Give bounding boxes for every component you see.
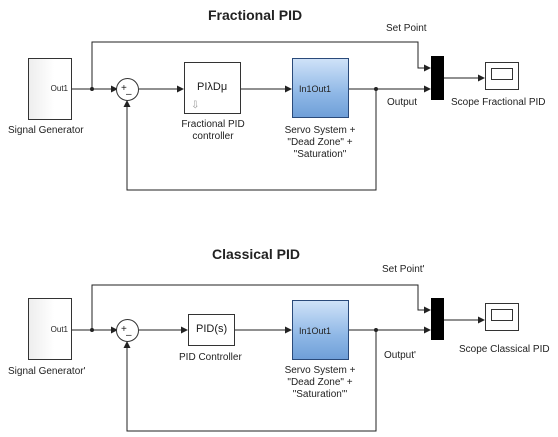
line-feedback-classical (123, 330, 377, 432)
servo-system-block[interactable]: In1Out1 (292, 58, 349, 118)
set-point-label: Set Point (386, 23, 427, 34)
sum-block-classical[interactable]: + – (116, 319, 139, 342)
scope-block[interactable] (485, 62, 519, 90)
pid-controller-block[interactable]: PID(s) (188, 314, 235, 346)
servo-system-block-classical[interactable]: In1Out1 (292, 300, 349, 360)
signal-generator-label: Signal Generator (8, 125, 84, 136)
port-label-out1: Out1 (50, 84, 68, 93)
sum-plus-sign: + (121, 324, 127, 335)
controller-text: PID(s) (196, 323, 228, 335)
branch-point (374, 328, 378, 332)
line-feedback (123, 89, 377, 191)
scope-block-classical[interactable] (485, 303, 519, 331)
output-label-classical: Output' (384, 350, 416, 361)
mux-block[interactable] (431, 56, 444, 100)
port-label-out1: Out1 (50, 325, 68, 334)
line-setpoint (91, 41, 431, 89)
signal-generator-block-classical[interactable]: Out1 (28, 298, 72, 360)
servo-system-label: Servo System + "Dead Zone" + "Saturation… (284, 125, 356, 160)
signal-generator-label-classical: Signal Generator' (8, 366, 86, 377)
servo-system-label-classical: Servo System + "Dead Zone" + "Saturation… (284, 365, 356, 400)
sum-block[interactable]: + – (116, 78, 139, 101)
port-label-in1out1: In1Out1 (299, 326, 332, 336)
set-point-label-classical: Set Point' (382, 264, 425, 275)
controller-label: Fractional PID controller (181, 119, 245, 142)
signal-generator-block[interactable]: Out1 (28, 58, 72, 120)
branch-point (374, 87, 378, 91)
diagram-title-fractional: Fractional PID (208, 7, 303, 23)
pid-controller-label: PID Controller (179, 352, 242, 363)
line-setpoint-classical (91, 284, 431, 330)
diagram-title-classical: Classical PID (212, 246, 300, 262)
scope-label-classical: Scope Classical PID (459, 344, 550, 355)
output-label: Output (387, 97, 418, 108)
mux-block-classical[interactable] (431, 298, 444, 340)
branch-point (90, 328, 94, 332)
scope-label: Scope Fractional PID (451, 97, 546, 108)
fractional-pid-controller-block[interactable]: PIλDμ ⇩ (184, 62, 241, 114)
branch-point (90, 87, 94, 91)
sum-minus-sign: – (126, 89, 132, 100)
sum-plus-sign: + (121, 83, 127, 94)
scope-screen-icon (491, 68, 513, 80)
scope-screen-icon (491, 309, 513, 321)
sum-minus-sign: – (126, 330, 132, 341)
controller-text: PIλDμ (197, 81, 228, 93)
down-arrow-icon: ⇩ (191, 100, 200, 111)
port-label-in1out1: In1Out1 (299, 84, 332, 94)
